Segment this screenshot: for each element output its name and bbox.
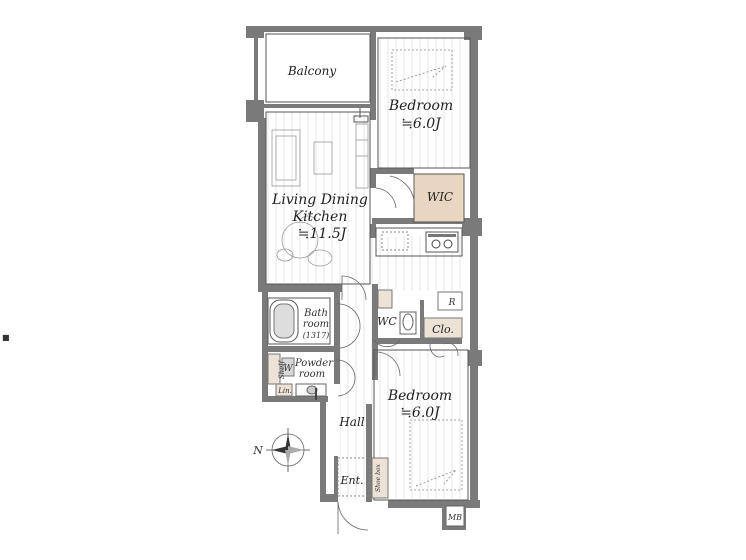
ldk-label-line1: Living Dining [271, 192, 368, 208]
wic-area [413, 173, 465, 223]
wic-label: WIC [427, 190, 453, 204]
entrance-area [337, 457, 465, 527]
bed-bottom [409, 419, 463, 491]
powder-label-line2: room [299, 369, 325, 380]
kitchen-counter [375, 227, 463, 257]
wc-label: WC [377, 315, 397, 328]
bedroom-bottom-label: Bedroom [387, 388, 452, 404]
shelf-label: Shelf [278, 359, 286, 379]
wic-door [389, 175, 415, 201]
refrigerator-label: R [448, 298, 456, 308]
wc-area [373, 289, 463, 358]
bedroom-bottom-size: ≒6.0J [400, 405, 441, 421]
ldk-size: ≒11.5J [298, 226, 348, 242]
bed-top [391, 49, 453, 91]
hall-label: Hall [338, 415, 364, 429]
balcony-label: Balcony [287, 64, 336, 78]
bath-label-line2: room [303, 319, 329, 330]
compass-north-label: N [252, 444, 263, 457]
bedroom-top-size: ≒6.0J [401, 116, 442, 132]
ldk-door [375, 187, 397, 209]
linen-label: Lin. [277, 387, 292, 395]
closet-label: Clo. [432, 323, 454, 336]
bath-code: (1317) [303, 331, 330, 340]
stray-mark: ■ [2, 333, 10, 342]
hall-doors [335, 275, 401, 534]
powder-area [267, 353, 327, 400]
ldk-label-line2: Kitchen [292, 209, 348, 225]
washer-label: W [283, 364, 293, 374]
powder-label-line1: Powder [294, 358, 334, 369]
outlines [265, 33, 471, 501]
mb-label: MB [447, 513, 462, 522]
bedroom-top-label: Bedroom [388, 98, 453, 114]
bath-area [267, 297, 331, 345]
compass-icon [266, 428, 310, 472]
shoe-box-label: Shoe box [375, 463, 382, 491]
bath-label-line1: Bath [303, 308, 328, 319]
ldk-furniture [271, 123, 369, 267]
entrance-label: Ent. [339, 474, 363, 487]
